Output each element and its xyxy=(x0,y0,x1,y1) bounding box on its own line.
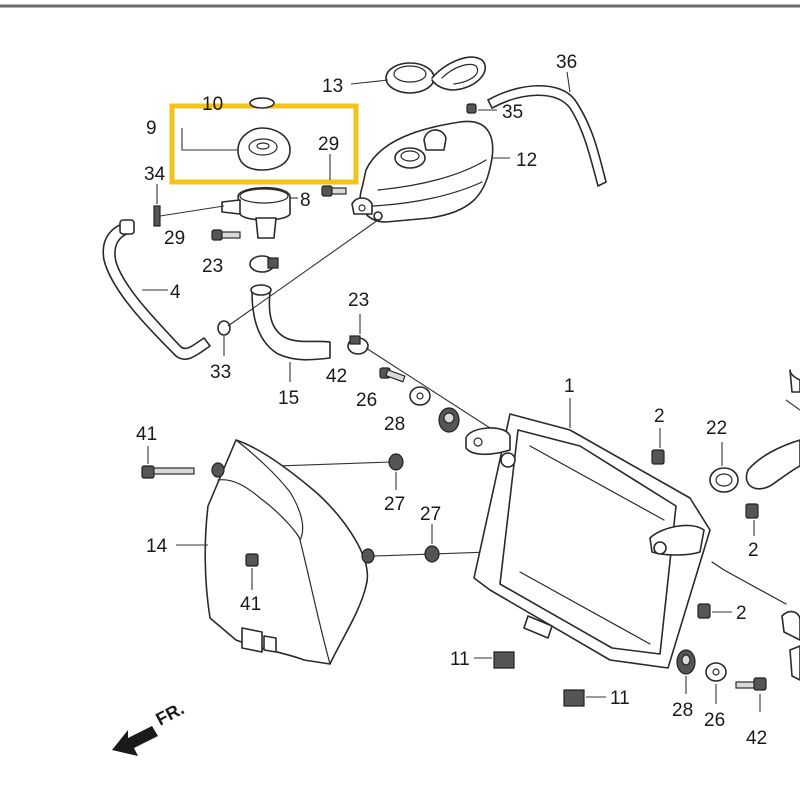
part-14-shroud xyxy=(176,439,369,665)
part-29-bolt-lower xyxy=(211,229,241,241)
part-11-grommet-left xyxy=(474,651,515,669)
callout-35: 35 xyxy=(502,102,523,123)
callout-2-c: 2 xyxy=(736,603,747,624)
part-23-clamp-lower xyxy=(347,314,369,355)
callout-4: 4 xyxy=(170,282,181,303)
part-10-seal xyxy=(249,97,275,109)
partial-hose-right xyxy=(711,369,800,681)
callout-28-upper: 28 xyxy=(384,414,405,435)
part-2-clip-c xyxy=(697,603,732,619)
part-41-bolt-lower xyxy=(245,553,259,590)
callout-42-upper: 42 xyxy=(326,366,347,387)
part-36-overflow-hose xyxy=(487,71,607,187)
part-28-grommet-upper xyxy=(438,407,460,433)
callout-9: 9 xyxy=(146,118,157,139)
part-12-reservoir-tank xyxy=(351,120,510,223)
part-34-bleed-screw xyxy=(153,184,161,227)
callout-26-lower: 26 xyxy=(704,710,725,731)
part-1-radiator xyxy=(465,398,711,669)
callout-15: 15 xyxy=(278,388,299,409)
callout-13: 13 xyxy=(322,76,343,97)
callout-labels: 36 13 10 9 29 35 12 34 8 29 23 4 23 33 4… xyxy=(136,52,767,749)
callout-2-a: 2 xyxy=(654,406,665,427)
callout-29-highlighted: 29 xyxy=(318,134,339,155)
part-26-washer-lower xyxy=(705,662,727,704)
callout-36: 36 xyxy=(556,52,577,73)
callout-33: 33 xyxy=(210,362,231,383)
callout-23-upper: 23 xyxy=(202,256,223,277)
part-8-filler-neck xyxy=(221,186,298,239)
callout-27-upper: 27 xyxy=(384,494,405,515)
callout-2-b: 2 xyxy=(748,540,759,561)
callout-8: 8 xyxy=(300,190,311,211)
part-13-reservoir-cap xyxy=(350,56,487,94)
part-15-lower-hose xyxy=(250,284,331,382)
callout-27-lower: 27 xyxy=(420,504,441,525)
part-27-grommet-lower xyxy=(361,524,440,564)
part-35-clip xyxy=(466,103,497,114)
part-42-bolt-lower xyxy=(735,677,767,712)
callout-41-lower: 41 xyxy=(240,594,261,615)
part-41-bolt-upper xyxy=(141,446,225,479)
front-label: FR. xyxy=(152,698,187,729)
callout-12: 12 xyxy=(516,150,537,171)
part-4-hose xyxy=(102,219,211,361)
part-11-grommet-right xyxy=(563,689,606,707)
part-33-clamp xyxy=(217,320,231,356)
part-27-grommet-upper xyxy=(388,453,404,490)
callout-1: 1 xyxy=(564,376,575,397)
callout-29-lower: 29 xyxy=(164,228,185,249)
part-9-radiator-cap xyxy=(181,127,291,171)
part-22-clamp xyxy=(709,442,739,493)
part-29-bolt-upper xyxy=(321,185,347,197)
callout-11-left: 11 xyxy=(450,649,470,670)
callout-22: 22 xyxy=(706,418,727,439)
front-direction-arrow: FR. xyxy=(112,698,187,756)
callout-28-lower: 28 xyxy=(672,700,693,721)
part-2-clip-b xyxy=(745,503,759,536)
callout-10: 10 xyxy=(202,94,223,115)
part-26-washer-upper xyxy=(409,386,431,406)
callout-23-lower: 23 xyxy=(348,290,369,311)
callout-42-lower: 42 xyxy=(746,728,767,749)
part-28-grommet-lower xyxy=(676,649,696,694)
callout-34: 34 xyxy=(144,164,166,185)
part-42-bolt-upper xyxy=(379,367,406,383)
part-23-clamp-upper xyxy=(249,255,279,273)
part-2-clip-a xyxy=(651,428,665,465)
callout-41-upper: 41 xyxy=(136,424,157,445)
callout-11-right: 11 xyxy=(610,688,630,709)
callout-26-upper: 26 xyxy=(356,390,377,411)
callout-14: 14 xyxy=(146,536,168,557)
